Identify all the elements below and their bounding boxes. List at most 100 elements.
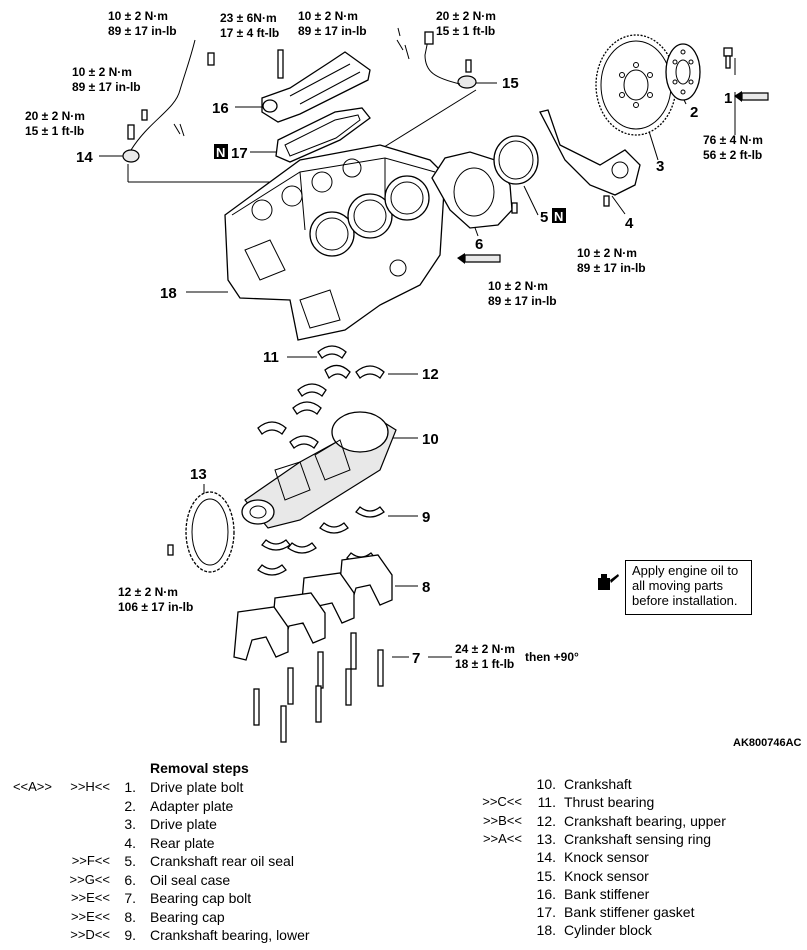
callout-13: 13 [190,466,207,483]
step-code: >>A<< [482,830,522,846]
removal-step: 18. Cylinder block [460,921,800,939]
torque-label: 15 ± 1 ft-lb [436,24,495,38]
callout-10: 10 [422,431,439,448]
drive-plate-3 [595,34,677,136]
step-number: 8. [124,908,136,925]
step-number: 3. [124,816,136,832]
callout-5: 5 [540,209,548,226]
bank-stiffener-16 [261,49,371,123]
callout-6: 6 [475,236,483,253]
torque-label: 56 ± 2 ft-lb [703,148,762,162]
new-part-mark-17: N [214,144,228,160]
knock-sensor-14 [122,39,215,163]
cylinder-block-18 [224,144,446,341]
callout-12: 12 [422,366,439,383]
torque-label: 76 ± 4 N·m [703,133,763,147]
oil-can-icon [596,570,620,592]
step-description: Crankshaft bearing, lower [150,927,310,943]
callout-17: 17 [231,145,248,162]
removal-step: >>F<<5.Crankshaft rear oil seal [0,852,400,870]
oil-seal-case-6 [431,151,518,229]
torque-label: 89 ± 17 in-lb [488,294,557,308]
step-description: Oil seal case [150,871,231,888]
torque-label: 20 ± 2 N·m [25,109,85,123]
step-number: 16. [536,885,556,902]
step-number: 1. [124,779,136,795]
step-description: Cylinder block [564,922,652,939]
crankshaft-rear-oil-seal-5 [493,135,539,185]
removal-step: 17.Bank stiffener gasket [460,903,800,921]
torque-label: 23 ± 6N·m [220,11,277,25]
step-description: Crankshaft rear oil seal [150,853,294,869]
step-description: Bearing cap bolt [150,890,252,906]
removal-step: 16.Bank stiffener [460,885,800,903]
step-code: >>H<< [70,779,110,794]
step-description: Drive plate [150,816,217,832]
removal-step: <<A>> >>H<< 1. Drive plate bolt [0,778,400,796]
step-number: 13. [536,830,556,847]
new-part-mark-5: N [552,208,566,224]
torque-label: 20 ± 2 N·m [436,9,496,23]
removal-step: 4.Rear plate [0,834,400,852]
step-description: Rear plate [150,834,215,851]
removal-step: >>A<<13.Crankshaft sensing ring [460,830,800,848]
step-description: Thrust bearing [564,794,655,811]
callout-3: 3 [656,158,664,175]
step-code: >>E<< [70,908,110,924]
bearing-cap-8 [233,554,393,661]
knock-sensor-15 [396,27,477,89]
step-description: Adapter plate [150,797,234,814]
bank-stiffener-gasket-17 [275,107,371,163]
step-code: >>E<< [70,890,110,905]
svg-text:N: N [216,145,225,160]
step-number: 17. [536,904,556,921]
adapter-plate-2 [665,43,701,101]
step-number: 18. [536,922,556,939]
torque-label: 89 ± 17 in-lb [72,80,141,94]
step-code: >>G<< [69,871,110,887]
step-description: Knock sensor [564,867,649,884]
removal-step: 10. Crankshaft [460,775,800,793]
step-number: 10. [536,776,556,792]
torque-label: 89 ± 17 in-lb [298,24,367,38]
step-code: >>B<< [482,812,522,828]
removal-step: >>D<<9.Crankshaft bearing, lower [0,926,400,944]
step-description: Knock sensor [564,849,649,866]
step-code: <<A>> [12,779,52,794]
engine-oil-note: Apply engine oil to all moving parts bef… [625,560,752,615]
callout-11: 11 [263,349,279,366]
torque-label: 106 ± 17 in-lb [118,600,193,614]
step-code: >>D<< [70,927,110,942]
removal-steps-right: 10.Crankshaft>>C<<11.Thrust bearing>>B<<… [460,775,800,950]
torque-label: 24 ± 2 N·m [455,642,515,656]
callout-2: 2 [690,104,698,121]
torque-label: 10 ± 2 N·m [488,279,548,293]
step-description: Crankshaft bearing, upper [564,812,726,829]
removal-step: >>E<<8.Bearing cap [0,908,400,926]
removal-step: 15. Knock sensor [460,867,800,885]
torque-label: 18 ± 1 ft-lb [455,657,514,671]
callout-16: 16 [212,100,229,117]
torque-label: 12 ± 2 N·m [118,585,178,599]
callout-15: 15 [502,75,519,92]
step-number: 2. [124,797,136,814]
step-description: Drive plate bolt [150,779,244,795]
callout-7: 7 [412,650,420,667]
step-number: 5. [124,853,136,869]
removal-step: 3. Drive plate [0,815,400,833]
removal-step: >>E<<7.Bearing cap bolt [0,889,400,907]
callout-14: 14 [76,149,93,166]
torque-label: then +90° [525,650,579,664]
rear-plate-4 [539,109,641,207]
removal-step: >>B<<12.Crankshaft bearing, upper [460,812,800,830]
torque-label: 89 ± 17 in-lb [108,24,177,38]
step-description: Crankshaft [564,776,632,792]
step-number: 11. [537,794,556,811]
drive-plate-bolt-1 [723,47,733,69]
step-number: 14. [536,849,556,866]
step-number: 15. [536,867,556,884]
bearing-cap-bolts-7 [253,632,384,743]
removal-steps-left: <<A>> >>H<< 1. Drive plate bolt 2. Adapter pl… [0,778,400,948]
step-number: 6. [124,871,136,888]
